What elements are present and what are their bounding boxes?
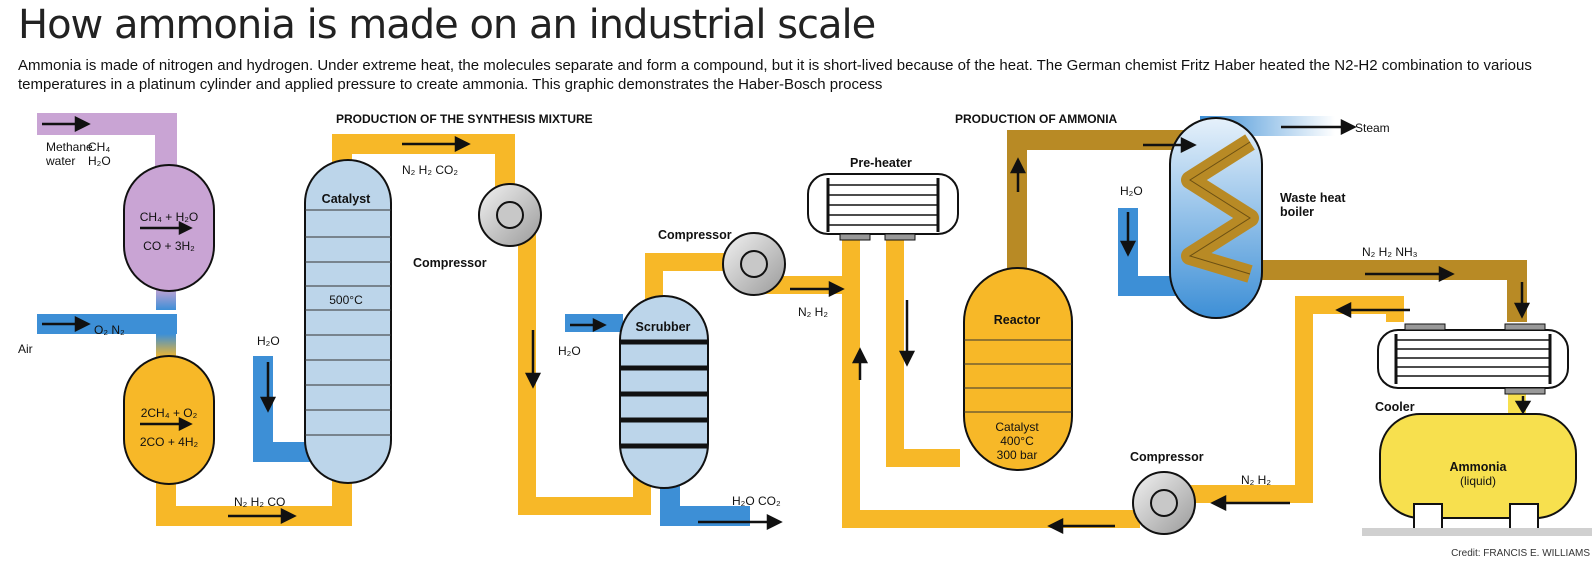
compressor-to-scrubber-pipe <box>518 212 651 515</box>
catalyst-label: Catalyst <box>322 192 371 206</box>
ch4-label: CH₄ <box>88 140 110 154</box>
scrubber-outlet-pipe <box>645 253 730 300</box>
tank-leg-left <box>1413 503 1443 531</box>
pre-heater-flange-left <box>839 233 871 241</box>
cooler-flange-left <box>1404 323 1446 331</box>
scrubber-h2o-label: H₂O <box>558 344 581 358</box>
flow-arrows <box>42 115 1532 535</box>
ammonia-tank <box>1379 413 1577 519</box>
reaction2-top: 2CH₄ + O₂ <box>141 406 198 420</box>
scrubber-label: Scrubber <box>636 320 691 334</box>
cooler-flange-right <box>1504 323 1546 331</box>
compressor-3-label: Compressor <box>1130 450 1204 464</box>
credit-label: Credit: FRANCIS E. WILLIAMS <box>1451 548 1590 559</box>
section-header-ammonia: PRODUCTION OF AMMONIA <box>955 112 1118 126</box>
n2h2nh3-label: N₂ H₂ NH₃ <box>1362 245 1418 259</box>
pre-heater-flange-right <box>884 233 916 241</box>
reaction1-bottom: CO + 3H₂ <box>143 239 195 253</box>
steam-label: Steam <box>1355 121 1390 135</box>
waste-heat-label-2: boiler <box>1280 205 1314 219</box>
pre-heater-label: Pre-heater <box>850 156 912 170</box>
cooler-recycle-pipe <box>1180 296 1404 503</box>
methane-label: Methane <box>46 140 93 154</box>
recycle-pipe <box>842 236 1140 528</box>
reactor-label: Reactor <box>994 313 1041 327</box>
reactor-beds <box>964 339 1072 413</box>
h2o-co2-label: H₂O CO₂ <box>732 494 781 508</box>
partial-oxidation-reactor <box>123 355 215 485</box>
connector-lower <box>156 334 176 358</box>
n2h2-label-1: N₂ H₂ <box>798 305 828 319</box>
cooler-flange-bottom <box>1504 387 1546 395</box>
n2h2co-label: N₂ H₂ CO <box>234 495 285 509</box>
boiler-coil-outline <box>1188 141 1251 275</box>
page-title: How ammonia is made on an industrial sca… <box>18 2 876 48</box>
h2o-inlet-label: H₂O <box>88 154 111 168</box>
compressor-2-label: Compressor <box>658 228 732 242</box>
compressor-1-label: Compressor <box>413 256 487 270</box>
cooler-label: Cooler <box>1375 400 1415 414</box>
pre-heater-tubes <box>826 178 940 232</box>
boiler-h2o-label: H₂O <box>1120 184 1143 198</box>
compressor-2 <box>722 232 786 296</box>
reaction1-top: CH₄ + H₂O <box>140 210 199 224</box>
reactor-temp-label: 400°C <box>1000 434 1034 448</box>
waste-heat-label-1: Waste heat <box>1280 191 1346 205</box>
connector-upper <box>156 288 176 310</box>
temp-500-label: 500°C <box>329 293 363 307</box>
compressor-1 <box>478 183 542 247</box>
pre-heater <box>807 173 959 235</box>
section-header-synthesis: PRODUCTION OF THE SYNTHESIS MIXTURE <box>336 112 593 126</box>
reactor <box>963 267 1073 471</box>
column-h2o-label: H₂O <box>257 334 280 348</box>
reactor-pressure-label: 300 bar <box>997 448 1038 462</box>
ammonia-label: Ammonia <box>1450 460 1508 474</box>
liquid-label: (liquid) <box>1460 474 1496 488</box>
reactor-outlet-pipe <box>1007 130 1240 276</box>
air-inlet-pipe <box>37 314 177 334</box>
tank-leg-right <box>1509 503 1539 531</box>
cooler <box>1377 329 1569 389</box>
scrubber-plates <box>620 339 708 449</box>
catalyst-column <box>304 159 392 484</box>
catalyst-column-trays <box>305 209 391 436</box>
reactor-catalyst-label: Catalyst <box>995 420 1039 434</box>
o2n2-label: O₂ N₂ <box>94 323 125 337</box>
air-label: Air <box>18 342 33 356</box>
ground-slab <box>1362 528 1592 536</box>
n2h2co2-label: N₂ H₂ CO₂ <box>402 163 458 177</box>
water-label: water <box>45 154 75 168</box>
compressor-3 <box>1132 471 1196 535</box>
intro-paragraph: Ammonia is made of nitrogen and hydrogen… <box>18 57 1532 93</box>
n2h2-label-2: N₂ H₂ <box>1241 473 1271 487</box>
preheater-to-reactor-pipe <box>886 236 960 467</box>
column-water-inlet <box>253 356 312 462</box>
reaction2-bottom: 2CO + 4H₂ <box>140 435 199 449</box>
cooler-tubes <box>1394 334 1552 384</box>
